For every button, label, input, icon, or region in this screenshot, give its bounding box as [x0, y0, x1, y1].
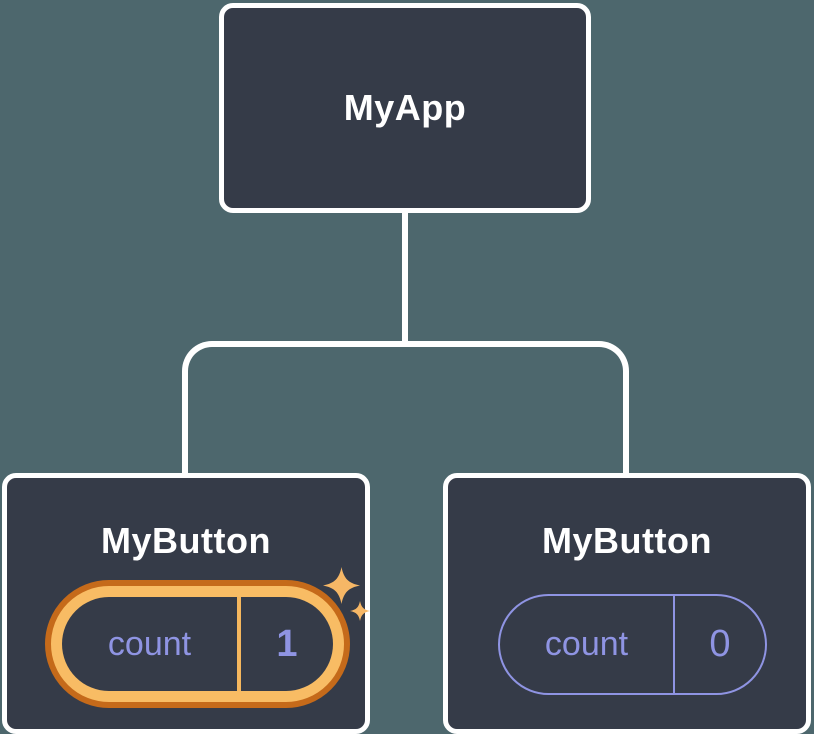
- pill-divider: [237, 597, 241, 691]
- connector-bracket: [182, 341, 629, 473]
- sparkle-icon: [323, 567, 360, 604]
- state-name: count: [544, 625, 629, 663]
- state-pill-highlighted: count 1: [45, 580, 350, 708]
- state-pill-normal: count 0: [498, 594, 767, 695]
- sparkle-icon: [350, 601, 370, 621]
- node-mybutton-label: MyButton: [542, 520, 712, 561]
- pill-divider: [673, 596, 675, 693]
- node-myapp: MyApp: [219, 3, 591, 213]
- state-value: 1: [276, 622, 298, 665]
- state-value: 0: [709, 623, 731, 665]
- state-name: count: [107, 624, 192, 663]
- node-mybutton-normal: MyButton count 0: [443, 473, 811, 734]
- node-mybutton-label: MyButton: [101, 520, 271, 561]
- node-myapp-label: MyApp: [343, 87, 467, 128]
- state-pill-core: count 1: [62, 597, 333, 691]
- connector-stem: [402, 210, 408, 347]
- node-mybutton-highlighted: MyButton count 1: [2, 473, 370, 734]
